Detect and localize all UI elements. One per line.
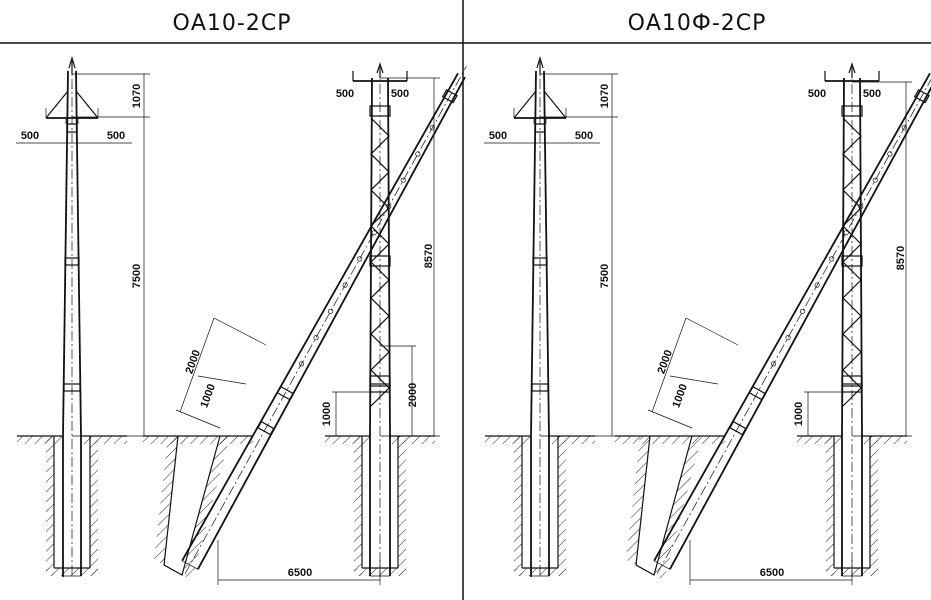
tilted-pole-ground <box>614 435 726 445</box>
dim-lift-top-left: 500 <box>336 88 354 100</box>
panel-left: ОА10-2СР 1070 7500 500 500 <box>16 11 476 585</box>
panel-title: ОА10Ф-2СР <box>628 11 767 36</box>
dim-lift-top-right: 500 <box>391 88 409 100</box>
dim-crossarm-left: 500 <box>21 130 39 142</box>
dim-lift-top-right: 500 <box>863 88 881 100</box>
dim-base-1000: 1000 <box>321 402 333 426</box>
dim-brace-2000: 2000 <box>183 348 203 375</box>
pole-dimensions: 1070 7500 500 500 <box>16 73 150 437</box>
dim-pole-height: 7500 <box>131 264 143 288</box>
dim-brace-1000: 1000 <box>198 382 218 409</box>
lifting-mast-figure <box>324 63 436 577</box>
dim-brace-1000: 1000 <box>670 382 690 409</box>
dim-crossarm-right: 500 <box>107 130 125 142</box>
dim-spread: 6500 <box>760 567 784 579</box>
mast-dimensions: 8570 500 500 2000 1000 <box>321 77 440 437</box>
spread-dimension: 6500 <box>689 540 853 585</box>
dim-spread: 6500 <box>288 567 312 579</box>
tilted-pole-ground <box>142 435 254 445</box>
dim-crossarm-right: 500 <box>575 130 593 142</box>
brace-dimensions: 2000 1000 <box>175 317 267 429</box>
brace-dimensions: 2000 1000 <box>647 317 739 429</box>
mast-dimensions: 8570 500 500 1000 <box>793 81 912 437</box>
pole-dimensions: 1070 7500 500 500 <box>484 73 618 437</box>
dim-pole-height: 7500 <box>599 264 611 288</box>
spread-dimension: 6500 <box>217 540 381 585</box>
dim-crossarm-left: 500 <box>489 130 507 142</box>
tilted-pole-figure <box>176 61 476 580</box>
panel-title: ОА10-2СР <box>173 11 292 36</box>
dim-lift-top-left: 500 <box>808 88 826 100</box>
lifting-mast-figure <box>796 63 908 577</box>
dim-top-height: 1070 <box>131 84 143 108</box>
dim-lift-height: 8570 <box>423 244 435 268</box>
panel-right: ОА10Ф-2СР 1070 7500 500 500 <box>484 11 931 585</box>
dim-lift-height: 8570 <box>895 246 907 270</box>
dim-base-2000: 2000 <box>407 383 419 407</box>
dim-base-1000: 1000 <box>793 402 805 426</box>
dim-brace-2000: 2000 <box>655 348 675 375</box>
dim-top-height: 1070 <box>599 84 611 108</box>
tilted-pole-figure <box>648 61 931 580</box>
